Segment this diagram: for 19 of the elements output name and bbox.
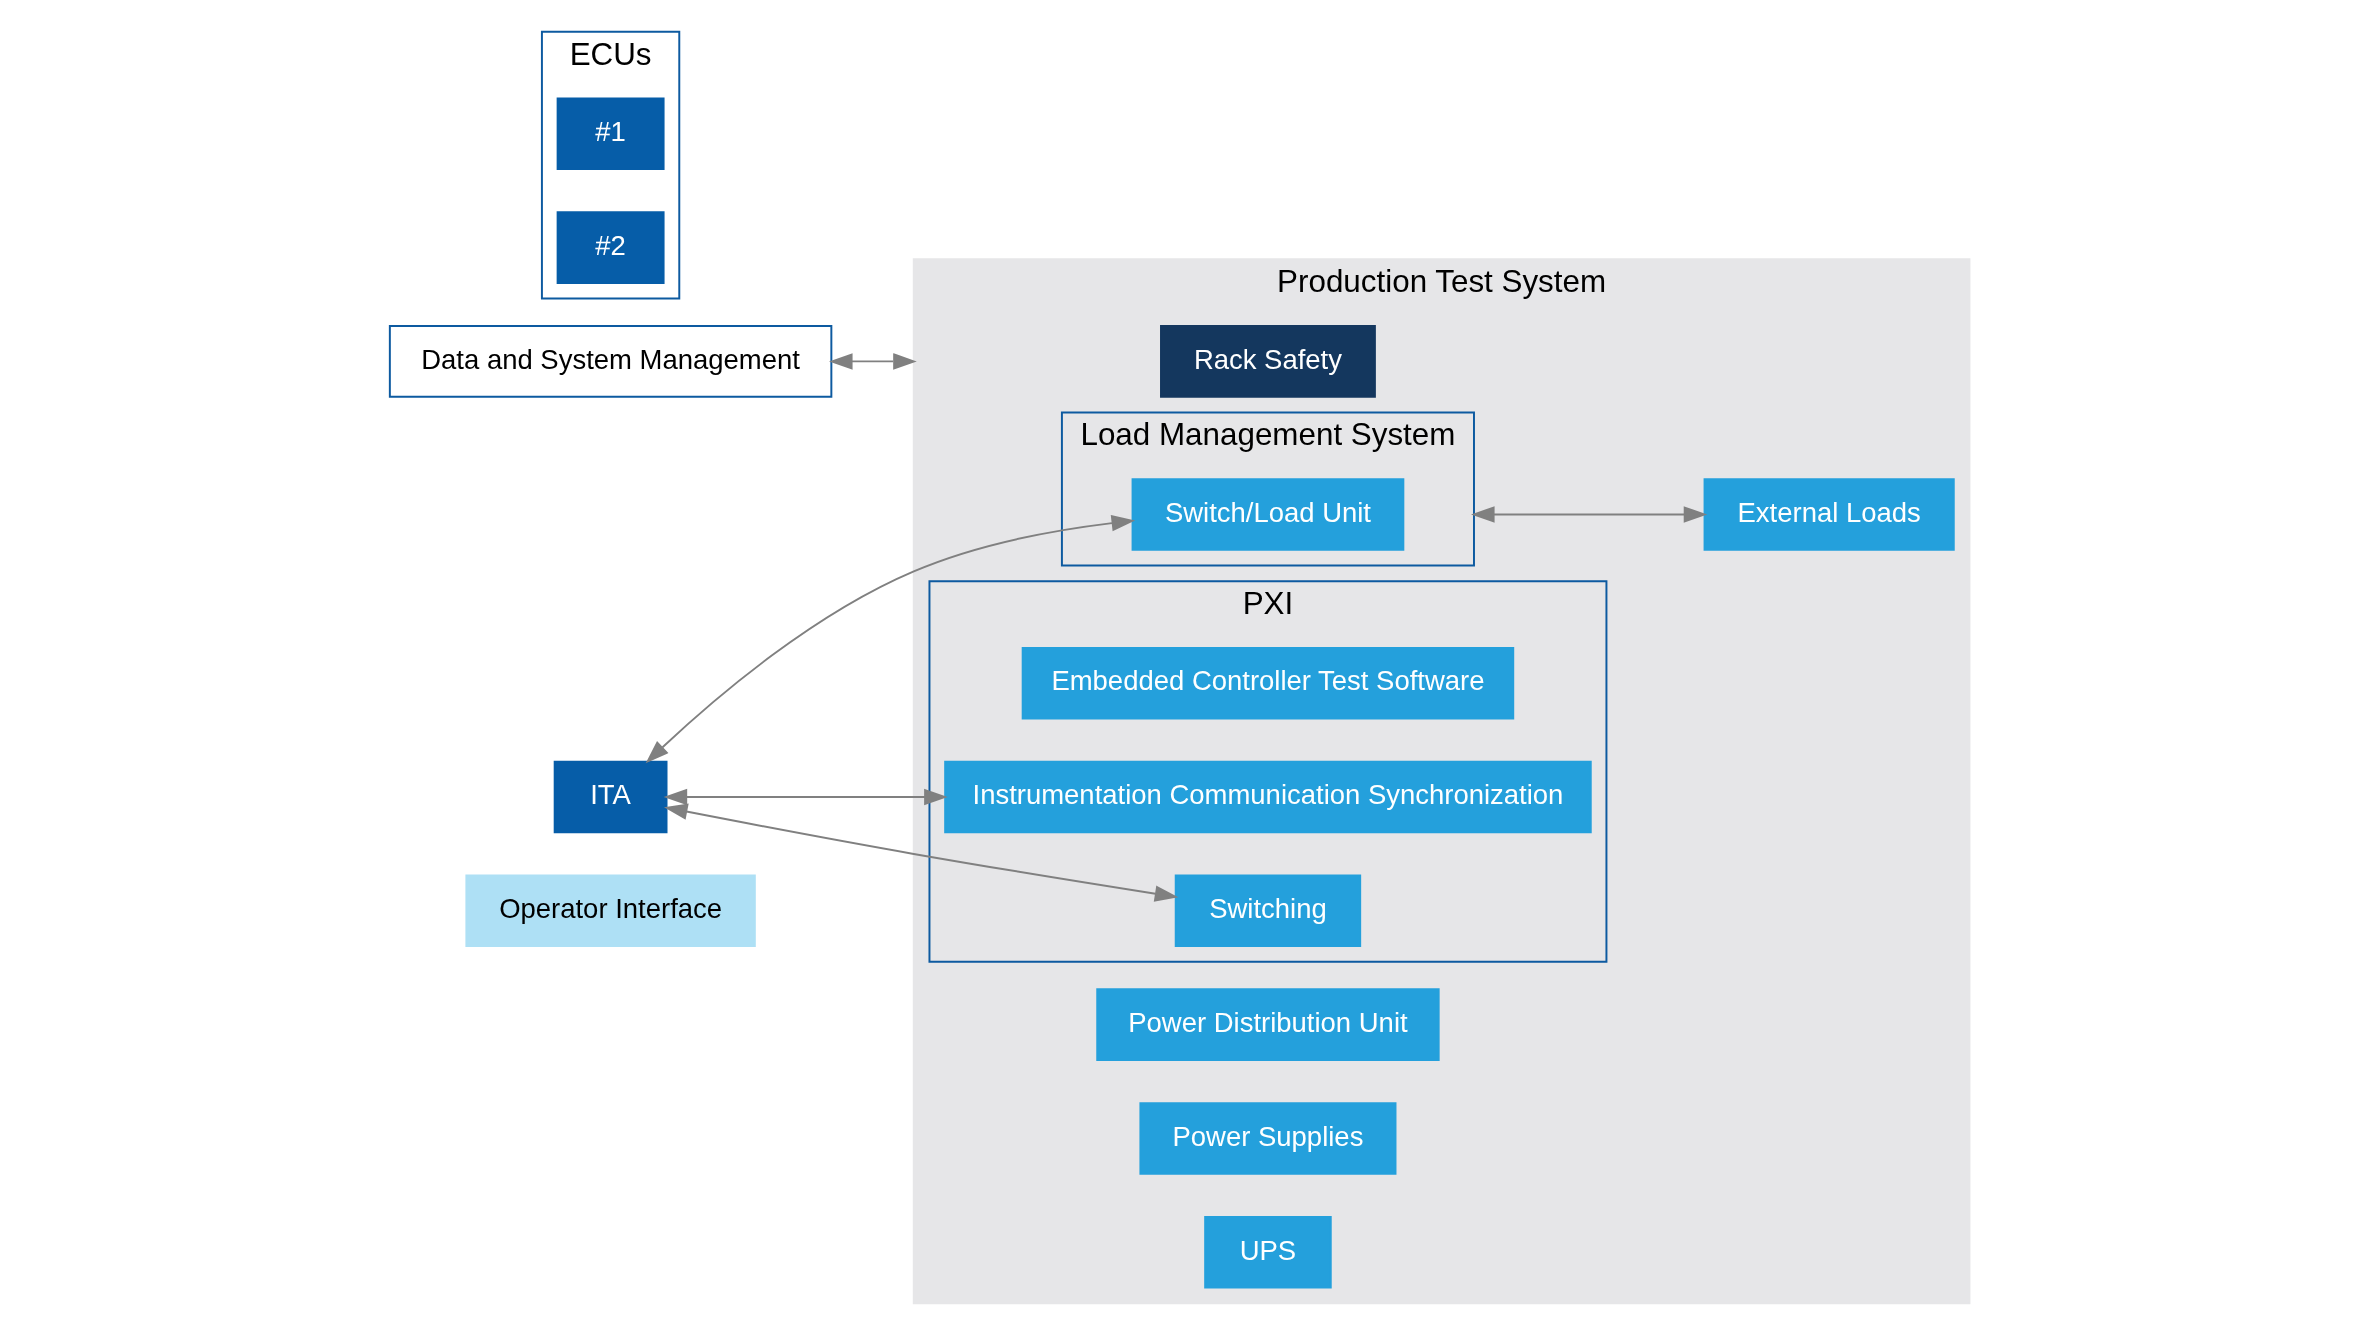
node-box: Rack Safety: [1160, 325, 1376, 398]
node-box: Instrumentation Communication Synchronization: [944, 760, 1592, 834]
node-box: #1: [556, 97, 665, 171]
arrow: [664, 803, 1179, 902]
node-box: ITA: [553, 760, 668, 834]
node-box: Power Distribution Unit: [1096, 988, 1440, 1061]
node-box: Power Supplies: [1139, 1102, 1397, 1175]
node-box: External Loads: [1703, 478, 1955, 551]
node-box: Embedded Controller Test Software: [1021, 646, 1515, 720]
arrow: [829, 353, 917, 370]
node-box: Switch/Load Unit: [1131, 478, 1405, 551]
arrow: [663, 788, 948, 806]
arrow: [645, 514, 1136, 764]
node-box: #2: [556, 211, 665, 284]
arrow: [1471, 506, 1708, 523]
node-box: Operator Interface: [465, 874, 756, 948]
node-box: Data and System Management: [388, 325, 833, 398]
node-box: UPS: [1204, 1215, 1332, 1289]
node-box: Switching: [1174, 874, 1362, 948]
